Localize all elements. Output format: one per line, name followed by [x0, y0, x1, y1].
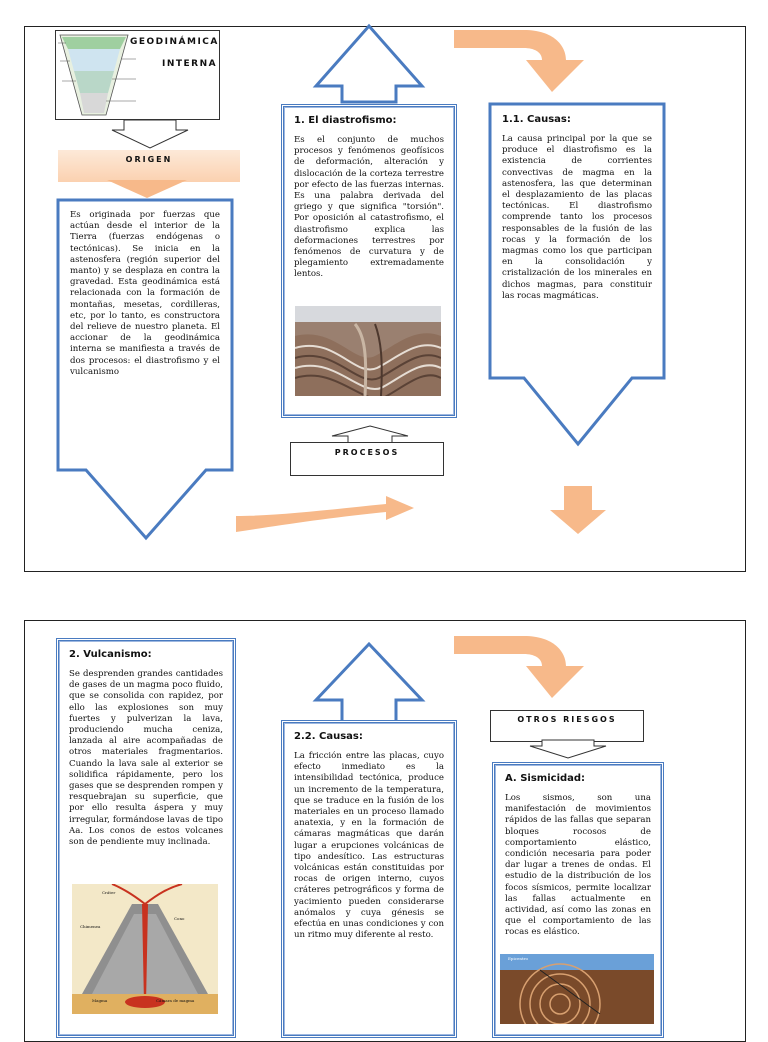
vulcanismo-text: Se desprenden grandes cantidades de gase… [69, 669, 223, 848]
origen-text: Es originada por fuerzas que actúan desd… [70, 210, 220, 377]
volcano-figure: Cráter Cono Chimenea Magma Cámara de mag… [72, 884, 218, 1014]
earthquake-figure: Epicentro [500, 954, 654, 1024]
otros-riesgos-label: OTROS RIESGOS [490, 710, 644, 742]
volcano-label-cone: Cono [174, 916, 185, 921]
curved-arrow-top [454, 30, 584, 92]
causas2-title: 2.2. Causas: [294, 731, 363, 742]
volcano-label-magma: Magma [92, 998, 108, 1003]
header-title-2: INTERNA [162, 59, 218, 69]
folded-rocks-image [295, 306, 441, 396]
curved-arrow-page2 [454, 636, 584, 698]
bottom-right-arrow [236, 496, 414, 532]
causas2-box: 2.2. Causas: La fricción entre las placa… [281, 720, 457, 1038]
causas-text: La causa principal por la que se produce… [502, 134, 652, 301]
sismicidad-title: A. Sismicidad: [505, 773, 586, 784]
diastrofismo-text: Es el conjunto de muchos procesos y fenó… [294, 135, 444, 280]
bottom-down-arrow [550, 486, 606, 534]
causas-title: 1.1. Causas: [502, 114, 571, 125]
diastrofismo-up-arrow [312, 23, 426, 104]
sismicidad-text: Los sismos, son una manifestación de mov… [505, 793, 651, 938]
procesos-label: PROCESOS [290, 442, 444, 476]
causas-box: 1.1. Causas: La causa principal por la q… [492, 106, 662, 374]
causas2-up-arrow [312, 641, 426, 732]
origen-down-arrow [107, 180, 187, 198]
header-title-1: GEODINÁMICA [130, 37, 219, 47]
header-down-arrow [111, 119, 189, 149]
causas2-text: La fricción entre las placas, cuyo efect… [294, 751, 444, 941]
earth-layers-figure: GEODINÁMICA INTERNA [55, 30, 220, 120]
volcano-label-chimney: Chimenea [80, 924, 101, 929]
vulcanismo-title: 2. Vulcanismo: [69, 649, 152, 660]
origen-label: ORIGEN [58, 150, 240, 182]
volcano-label-crater: Cráter [102, 890, 116, 895]
causas-arrow-shape [488, 102, 666, 447]
otros-riesgos-down-arrow [529, 739, 607, 759]
origen-arrow-shape [56, 198, 234, 541]
origen-text-box: Es originada por fuerzas que actúan desd… [60, 202, 230, 467]
volcano-label-chamber: Cámara de magma [156, 998, 195, 1003]
quake-label: Epicentro [508, 956, 528, 961]
diastrofismo-title: 1. El diastrofismo: [294, 115, 397, 126]
